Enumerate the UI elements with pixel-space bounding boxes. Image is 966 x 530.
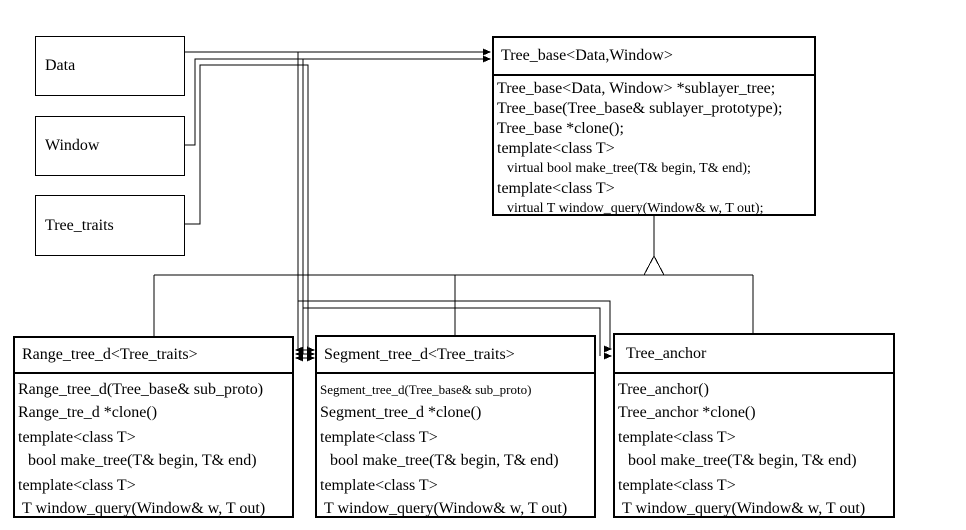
member-line: Tree_base *clone(); [497,120,624,137]
tree-traits-connector-line [175,64,309,358]
anchor-branch-line-2 [303,307,601,356]
member-line: template<class T> [618,429,736,446]
arrowheads [295,48,612,362]
member-line: Tree_base(Tree_base& sublayer_prototype)… [497,100,783,117]
member-line: template<class T> [497,180,615,197]
member-line: Tree_anchor *clone() [618,404,756,421]
member-line: virtual T window_query(Window& w, T out)… [507,201,764,216]
member-line: virtual bool make_tree(T& begin, T& end)… [507,161,751,176]
class-box-segment-tree: Segment_tree_d<Tree_traits> Segment_tree… [315,335,596,518]
arrow-into-segment-3 [307,354,315,362]
arrow-into-anchor-1 [604,345,612,353]
member-line: T window_query(Window& w, T out) [22,500,266,517]
member-line: bool make_tree(T& begin, T& end) [628,452,857,469]
class-title-segment-tree: Segment_tree_d<Tree_traits> [317,337,594,374]
class-title-range-tree: Range_tree_d<Tree_traits> [15,338,292,374]
member-line: Segment_tree_d *clone() [320,404,482,421]
arrow-into-range-3 [295,354,303,362]
class-title-tree-anchor: Tree_anchor [615,335,893,374]
param-label-window: Window [45,137,100,154]
class-members-segment-tree: Segment_tree_d(Tree_base& sub_proto) Seg… [317,374,594,520]
param-box-tree-traits: Tree_traits [35,195,185,256]
class-members-tree-anchor: Tree_anchor() Tree_anchor *clone() templ… [615,374,893,520]
anchor-branch-line-1 [298,300,611,349]
class-members-tree-base: Tree_base<Data, Window> *sublayer_tree; … [494,76,814,219]
param-box-window: Window [35,116,185,176]
member-line: template<class T> [320,477,438,494]
arrow-into-anchor-2 [604,352,612,360]
class-box-tree-base: Tree_base<Data,Window> Tree_base<Data, W… [492,36,816,216]
member-line: Tree_base<Data, Window> *sublayer_tree; [497,80,776,97]
class-box-tree-anchor: Tree_anchor Tree_anchor() Tree_anchor *c… [613,333,895,518]
member-line: template<class T> [18,477,136,494]
window-connector-line [175,58,484,146]
class-members-range-tree: Range_tree_d(Tree_base& sub_proto) Range… [15,374,292,520]
member-line: bool make_tree(T& begin, T& end) [330,452,559,469]
member-line: template<class T> [497,140,615,157]
class-box-range-tree: Range_tree_d<Tree_traits> Range_tree_d(T… [13,336,294,518]
member-line: template<class T> [18,429,136,446]
class-title-tree-base: Tree_base<Data,Window> [494,38,814,76]
param-label-data: Data [45,57,76,74]
inheritance-triangle [643,254,665,276]
param-box-data: Data [35,36,185,96]
member-line: bool make_tree(T& begin, T& end) [28,452,257,469]
member-line: Segment_tree_d(Tree_base& sub_proto) [320,382,532,397]
member-line: T window_query(Window& w, T out) [622,500,866,517]
param-label-tree-traits: Tree_traits [45,216,114,234]
member-line: Range_tree_d(Tree_base& sub_proto) [18,381,264,398]
arrow-into-tree-base-1 [483,48,491,56]
member-line: template<class T> [618,477,736,494]
arrow-into-tree-base-2 [483,55,491,63]
member-line: T window_query(Window& w, T out) [324,500,568,517]
member-line: Range_tre_d *clone() [18,404,158,421]
member-line: Tree_anchor() [618,381,709,398]
member-line: template<class T> [320,429,438,446]
